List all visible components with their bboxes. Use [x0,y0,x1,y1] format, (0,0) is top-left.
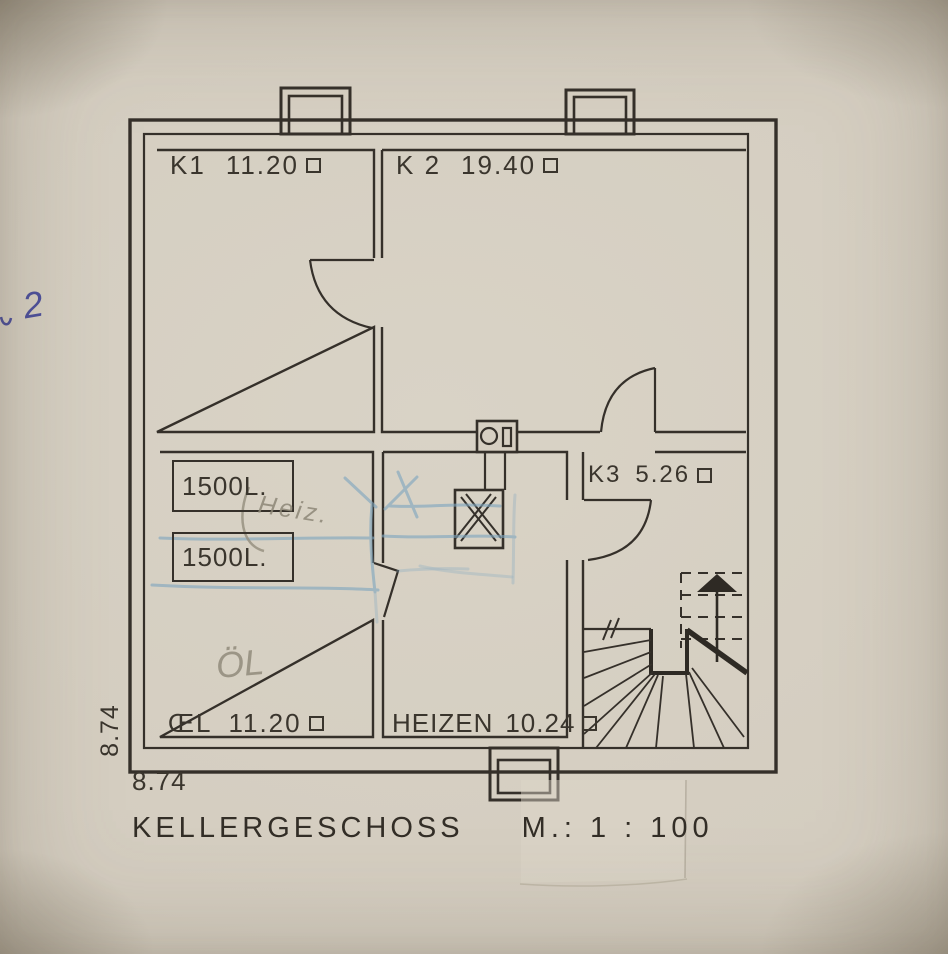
chimney-top-left [279,86,352,136]
room-k1-outline [156,148,376,434]
room-label-k2: K 2 19.40 [396,150,559,181]
dimension-bottom: 8.74 [132,766,187,796]
room-heizen-outline [381,450,569,739]
chimney-bottom [488,746,560,802]
area-square-icon [308,716,324,731]
door-heizen-to-k3 [584,498,653,562]
room-label-oel: ŒL 11.20 [168,708,324,739]
stair-winder-treads [583,639,745,749]
chimney-top-right [564,88,636,136]
tank-capacity: 1500L. [182,470,268,501]
paper-crease [519,779,688,887]
boiler-symbol [453,452,507,550]
stair-well [649,629,689,675]
room-name: ŒL [168,708,213,738]
oil-tank-2: 1500L. [172,532,294,582]
outer-wall [128,118,778,774]
pencil-flourish [241,486,265,553]
flue-symbol [475,419,519,454]
room-label-heizen: HEIZEN 10.24 [392,708,598,739]
room-label-k1: K1 11.20 [170,150,321,181]
blue-pencil-pipes [150,470,517,624]
staircase [583,572,749,749]
area-square-icon [582,716,598,731]
drawing-title-row: KELLERGESCHOSS M.: 1 : 100 [132,812,714,845]
room-k2-outline [380,148,746,434]
room-area: 10.24 [505,708,576,738]
tank-capacity: 1500L. [182,541,268,572]
stair-cut-line [685,627,749,676]
door-oel-ajar [373,561,400,618]
ink-squiggle [0,316,13,326]
stair-break-ticks [602,617,620,641]
area-square-icon [305,158,321,173]
oil-tank-1: 1500L. [172,460,294,512]
room-name: K1 [170,150,206,180]
room-label-k3: K3 5.26 [588,461,713,489]
area-square-icon [543,158,559,173]
area-square-icon [697,467,713,483]
dimension-left: 8.74 [95,704,124,757]
room-area: 11.20 [228,708,302,738]
room-area: 11.20 [225,150,299,180]
room-k3-outline [581,450,746,748]
drawing-scale: M.: 1 : 100 [521,812,714,844]
handwritten-pencil-oel: ÖL [214,640,266,687]
door-k1 [308,258,374,330]
door-k2-to-k3 [599,366,657,433]
room-name: K3 [588,461,622,488]
room-name: HEIZEN [392,708,494,738]
stair-upper-flight-dashed [680,572,746,648]
drawing-title: KELLERGESCHOSS [132,812,464,844]
room-area: 5.26 [635,461,691,488]
room-oel-outline [159,450,375,739]
room-area: 19.40 [461,150,537,180]
room-name: K 2 [396,150,442,180]
